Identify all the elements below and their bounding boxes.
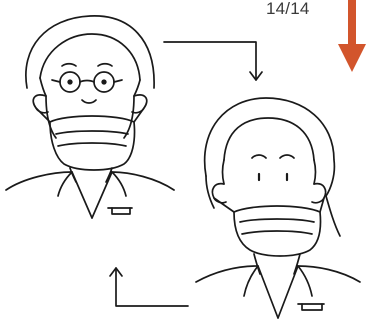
- person-with-curly-hair: [196, 98, 360, 318]
- connector-arrow-left-up: [110, 268, 188, 306]
- page-counter: 14/14: [266, 0, 326, 18]
- person-with-glasses: [6, 16, 174, 218]
- arrow-down-icon[interactable]: [338, 0, 366, 72]
- connector-arrow-right-down: [164, 42, 262, 80]
